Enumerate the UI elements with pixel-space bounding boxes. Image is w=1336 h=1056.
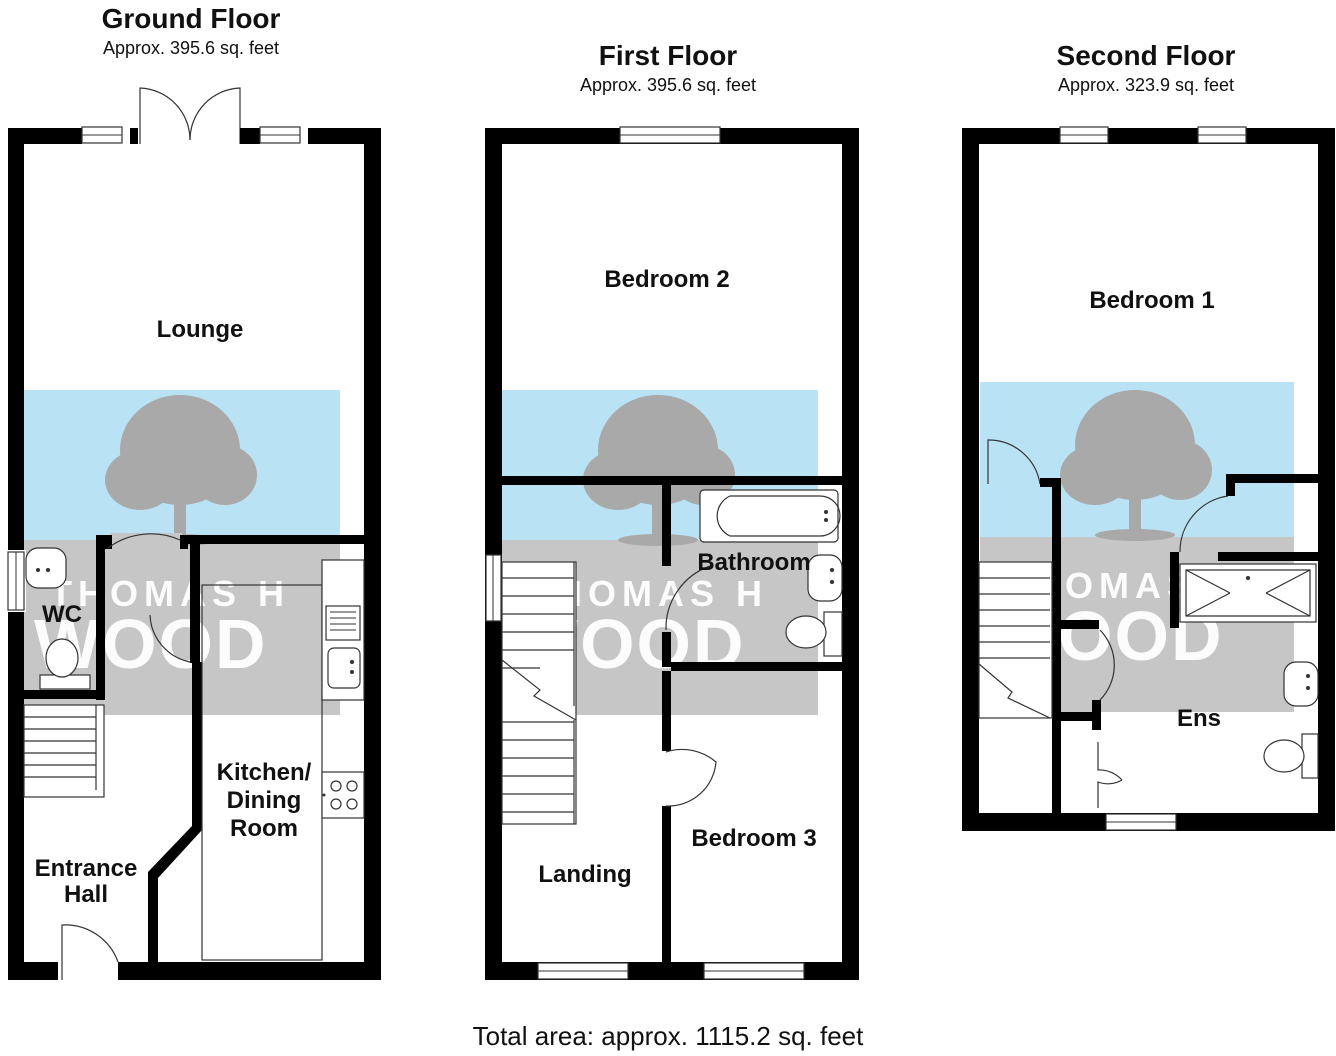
stairs-first [501,561,577,825]
watermark-line1: THOMAS H [50,573,290,614]
room-label-wc: WC [42,601,82,628]
second-floor: THOMAS H WOOD [962,40,1335,831]
room-label-kitchen-line2: Dining [227,787,302,814]
second-floor-area: Approx. 323.9 sq. feet [1058,75,1234,95]
room-label-bedroom-2: Bedroom 2 [604,266,729,293]
first-floor: THOMAS H WOOD [485,40,859,980]
total-area: Total area: approx. 1115.2 sq. feet [473,1021,865,1051]
room-label-kitchen-line3: Room [230,815,298,842]
room-label-bedroom-3: Bedroom 3 [691,825,816,852]
room-label-bathroom: Bathroom [697,549,810,576]
stairs-second [978,561,1053,719]
room-label-ensuite: Ens [1177,705,1221,732]
first-floor-title: First Floor [599,40,738,71]
room-label-bedroom-1: Bedroom 1 [1089,287,1214,314]
stairs-ground [23,704,105,798]
room-label-kitchen-line1: Kitchen/ [217,759,312,786]
ground-floor: THOMAS H WOOD [6,3,381,982]
second-floor-title: Second Floor [1057,40,1236,71]
first-floor-area: Approx. 395.6 sq. feet [580,75,756,95]
ground-floor-area: Approx. 395.6 sq. feet [103,38,279,58]
ground-floor-title: Ground Floor [102,3,281,34]
room-label-hall-line2: Hall [64,881,108,908]
room-label-lounge: Lounge [157,316,244,343]
room-label-landing: Landing [538,861,631,888]
room-label-hall-line1: Entrance [35,855,138,882]
